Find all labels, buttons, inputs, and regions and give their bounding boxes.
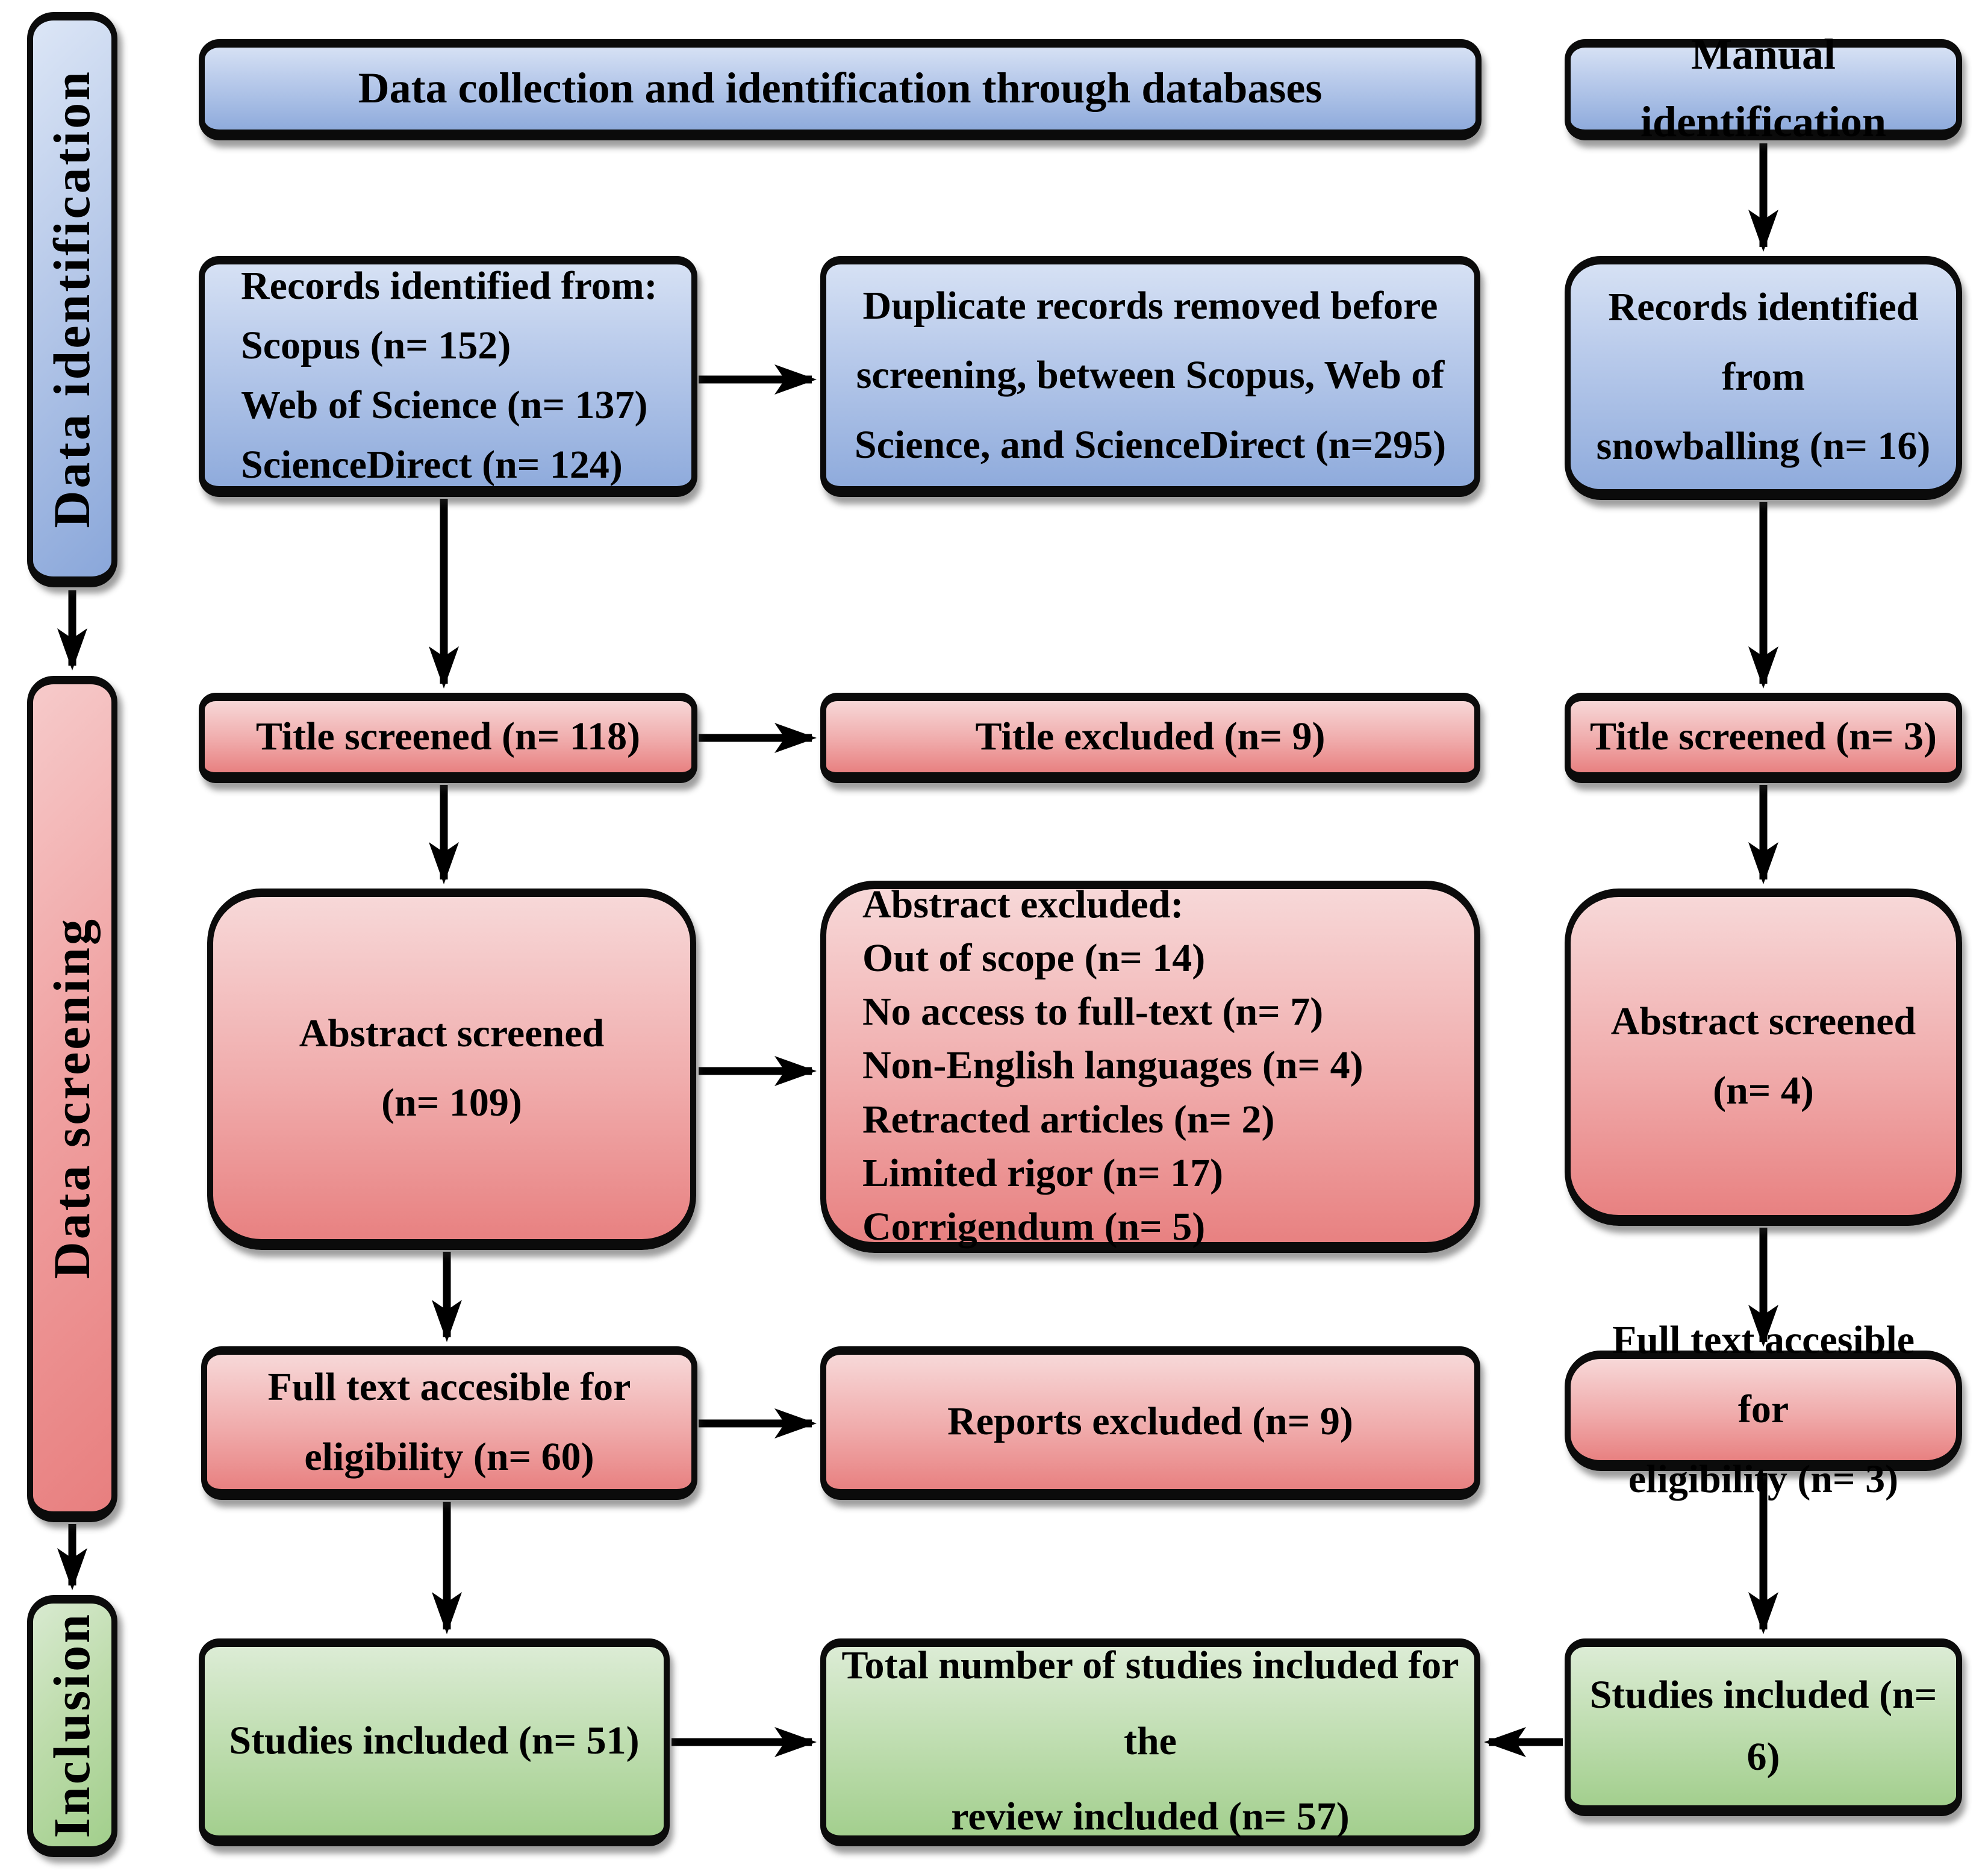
box-abstract-excluded: Abstract excluded: Out of scope (n= 14) … <box>820 881 1480 1253</box>
box-title-screened-manual: Title screened (n= 3) <box>1565 693 1962 783</box>
box-reports-excluded: Reports excluded (n= 9) <box>820 1346 1480 1500</box>
stage-inclusion: Inclusion <box>27 1595 117 1857</box>
box-fulltext-eligibility-manual: Full text accesible for eligibility (n= … <box>1565 1318 1962 1501</box>
header-database-identification: Data collection and identification throu… <box>199 39 1482 140</box>
box-studies-included-manual: Studies included (n= 6) <box>1565 1638 1962 1816</box>
box-records-snowballing: Records identified from snowballing (n= … <box>1565 256 1962 500</box>
box-records-identified: Records identified from: Scopus (n= 152)… <box>199 256 697 497</box>
box-title-screened-databases: Title screened (n= 118) <box>199 693 697 783</box>
box-abstract-screened-databases: Abstract screened (n= 109) <box>207 889 696 1250</box>
stage-data-screening: Data screening <box>27 676 117 1522</box>
box-studies-included-databases: Studies included (n= 51) <box>199 1638 670 1846</box>
stage-inclusion-label: Inclusion <box>43 1611 101 1838</box>
box-duplicate-records-removed: Duplicate records removed before screeni… <box>820 256 1480 497</box>
box-total-studies-included: Total number of studies included for the… <box>820 1638 1480 1846</box>
stage-data-identification: Data identification <box>27 12 117 587</box>
header-manual-identification: Manual identification <box>1565 30 1962 146</box>
box-title-excluded: Title excluded (n= 9) <box>820 693 1480 783</box>
stage-data-screening-label: Data screening <box>43 916 101 1279</box>
stage-data-identification-label: Data identification <box>43 69 101 528</box>
box-abstract-screened-manual: Abstract screened (n= 4) <box>1565 889 1962 1226</box>
box-fulltext-eligibility-databases: Full text accesible for eligibility (n= … <box>201 1346 697 1500</box>
